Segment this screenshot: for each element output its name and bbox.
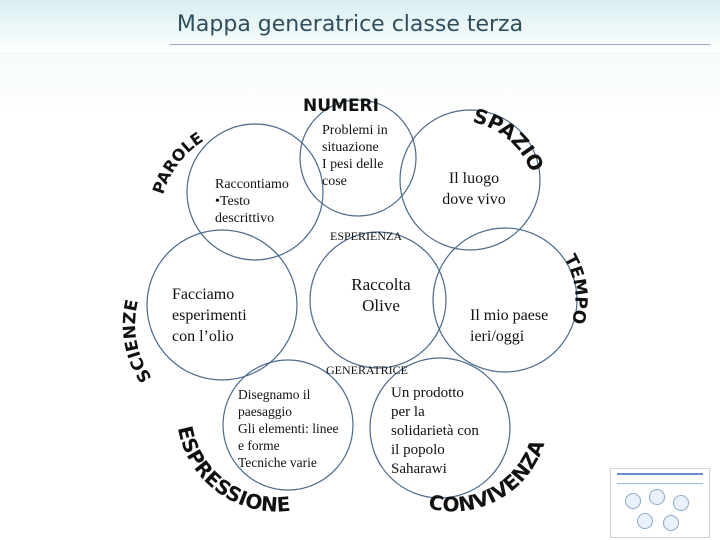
tempo-textpath: TEMPO	[560, 251, 591, 326]
circle-parole	[186, 123, 324, 261]
text-scienze: Facciamo esperimenti con l’olio	[172, 286, 247, 345]
title-bar	[0, 0, 720, 52]
circle-espressione	[222, 359, 354, 491]
scienze-textpath: SCIENZE	[120, 298, 156, 386]
text-center: Raccolta Olive	[351, 275, 411, 315]
text-convivenza: Un prodotto per la solidarietà con il po…	[391, 385, 479, 477]
spazio-textpath: SPAZIO	[471, 103, 549, 175]
title-underline	[170, 44, 710, 45]
thumbnail-image	[610, 468, 710, 538]
label-numeri: NUMERI	[303, 96, 379, 116]
text-spazio: Il luogo dove vivo	[442, 170, 506, 208]
curved-label-tempo: TEMPO	[560, 251, 591, 326]
circle-spazio	[399, 109, 541, 251]
parole-textpath: PAROLE	[149, 128, 207, 196]
circle-scienze	[146, 229, 298, 381]
curved-label-spazio: SPAZIO	[471, 103, 549, 175]
text-numeri: Problemi in situazione I pesi delle cose	[322, 123, 388, 189]
circle-center	[309, 231, 447, 369]
curved-label-scienze: SCIENZE	[120, 298, 156, 386]
curved-label-parole: PAROLE	[149, 128, 207, 196]
text-parole: Raccontiamo •Testo descrittivo	[215, 177, 289, 226]
circle-tempo	[432, 227, 578, 373]
caption-generatrice: GENERATRICE	[326, 363, 408, 377]
caption-esperienza: ESPERIENZA	[330, 229, 402, 243]
text-tempo: Il mio paese ieri/oggi	[470, 307, 549, 345]
circle-convivenza	[369, 357, 511, 499]
text-espressione: Disegnamo il paesaggio Gli elementi: lin…	[238, 387, 339, 470]
circle-numeri	[299, 99, 417, 217]
slide-title: Mappa generatrice classe terza	[176, 12, 524, 37]
